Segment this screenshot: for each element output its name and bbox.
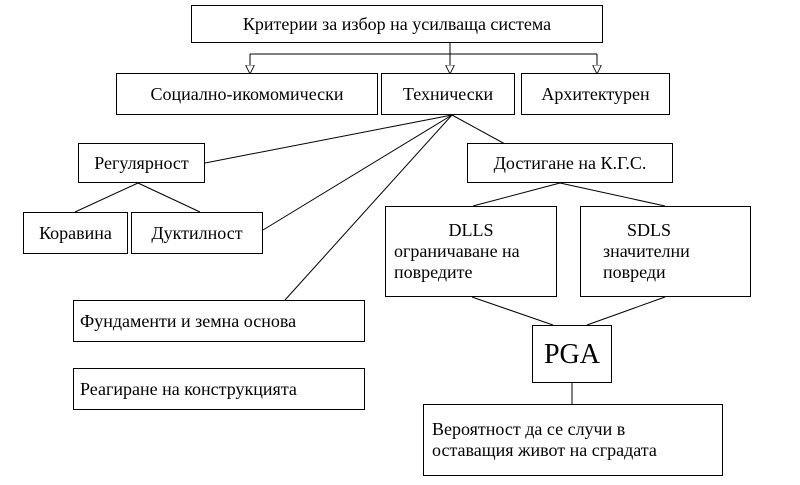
dlls-title: DLLS: [448, 220, 494, 240]
foundations-box: Фундаменти и земна основа: [73, 300, 365, 342]
sdls-line2: повреди: [603, 262, 666, 282]
root-criteria-box: Критерии за избор на усилваща система: [191, 5, 603, 43]
sdls-box: SDLS значителни повреди: [580, 206, 751, 297]
structural-response-box: Реагиране на конструкцията: [73, 368, 365, 410]
sdls-line1: значителни: [603, 241, 690, 261]
sdls-title: SDLS: [627, 220, 672, 240]
technical-box: Технически: [381, 73, 515, 115]
line-dlls-pga: [471, 296, 554, 326]
line-performance-dlls: [472, 182, 561, 207]
architectural-box: Архитектурен: [521, 73, 670, 115]
pga-box: PGA: [532, 325, 612, 383]
line-regularity-stiffness: [74, 182, 139, 213]
dlls-box: DLLS ограничаване на повредите: [385, 206, 557, 297]
line-regularity-ductility: [137, 182, 201, 213]
probability-line2: оставащия живот на сградата: [432, 440, 657, 460]
performance-box: Достигане на К.Г.С.: [467, 143, 673, 183]
ductility-box: Дуктилност: [131, 212, 263, 254]
line-technical-performance: [451, 114, 506, 145]
dlls-line2: повредите: [394, 262, 473, 282]
line-performance-sdls: [559, 182, 666, 207]
dlls-line1: ограничаване на: [394, 241, 520, 261]
line-technical-foundations: [284, 114, 453, 301]
stiffness-box: Коравина: [23, 212, 128, 254]
line-technical-regularity: [204, 114, 453, 164]
regularity-box: Регулярност: [78, 143, 205, 183]
line-sdls-pga: [586, 296, 666, 326]
probability-box: Вероятност да се случи в оставащия живот…: [423, 404, 723, 476]
social-economic-box: Социално-икомомически: [116, 73, 378, 115]
probability-line1: Вероятност да се случи в: [432, 419, 626, 439]
line-technical-ductility: [262, 114, 453, 231]
